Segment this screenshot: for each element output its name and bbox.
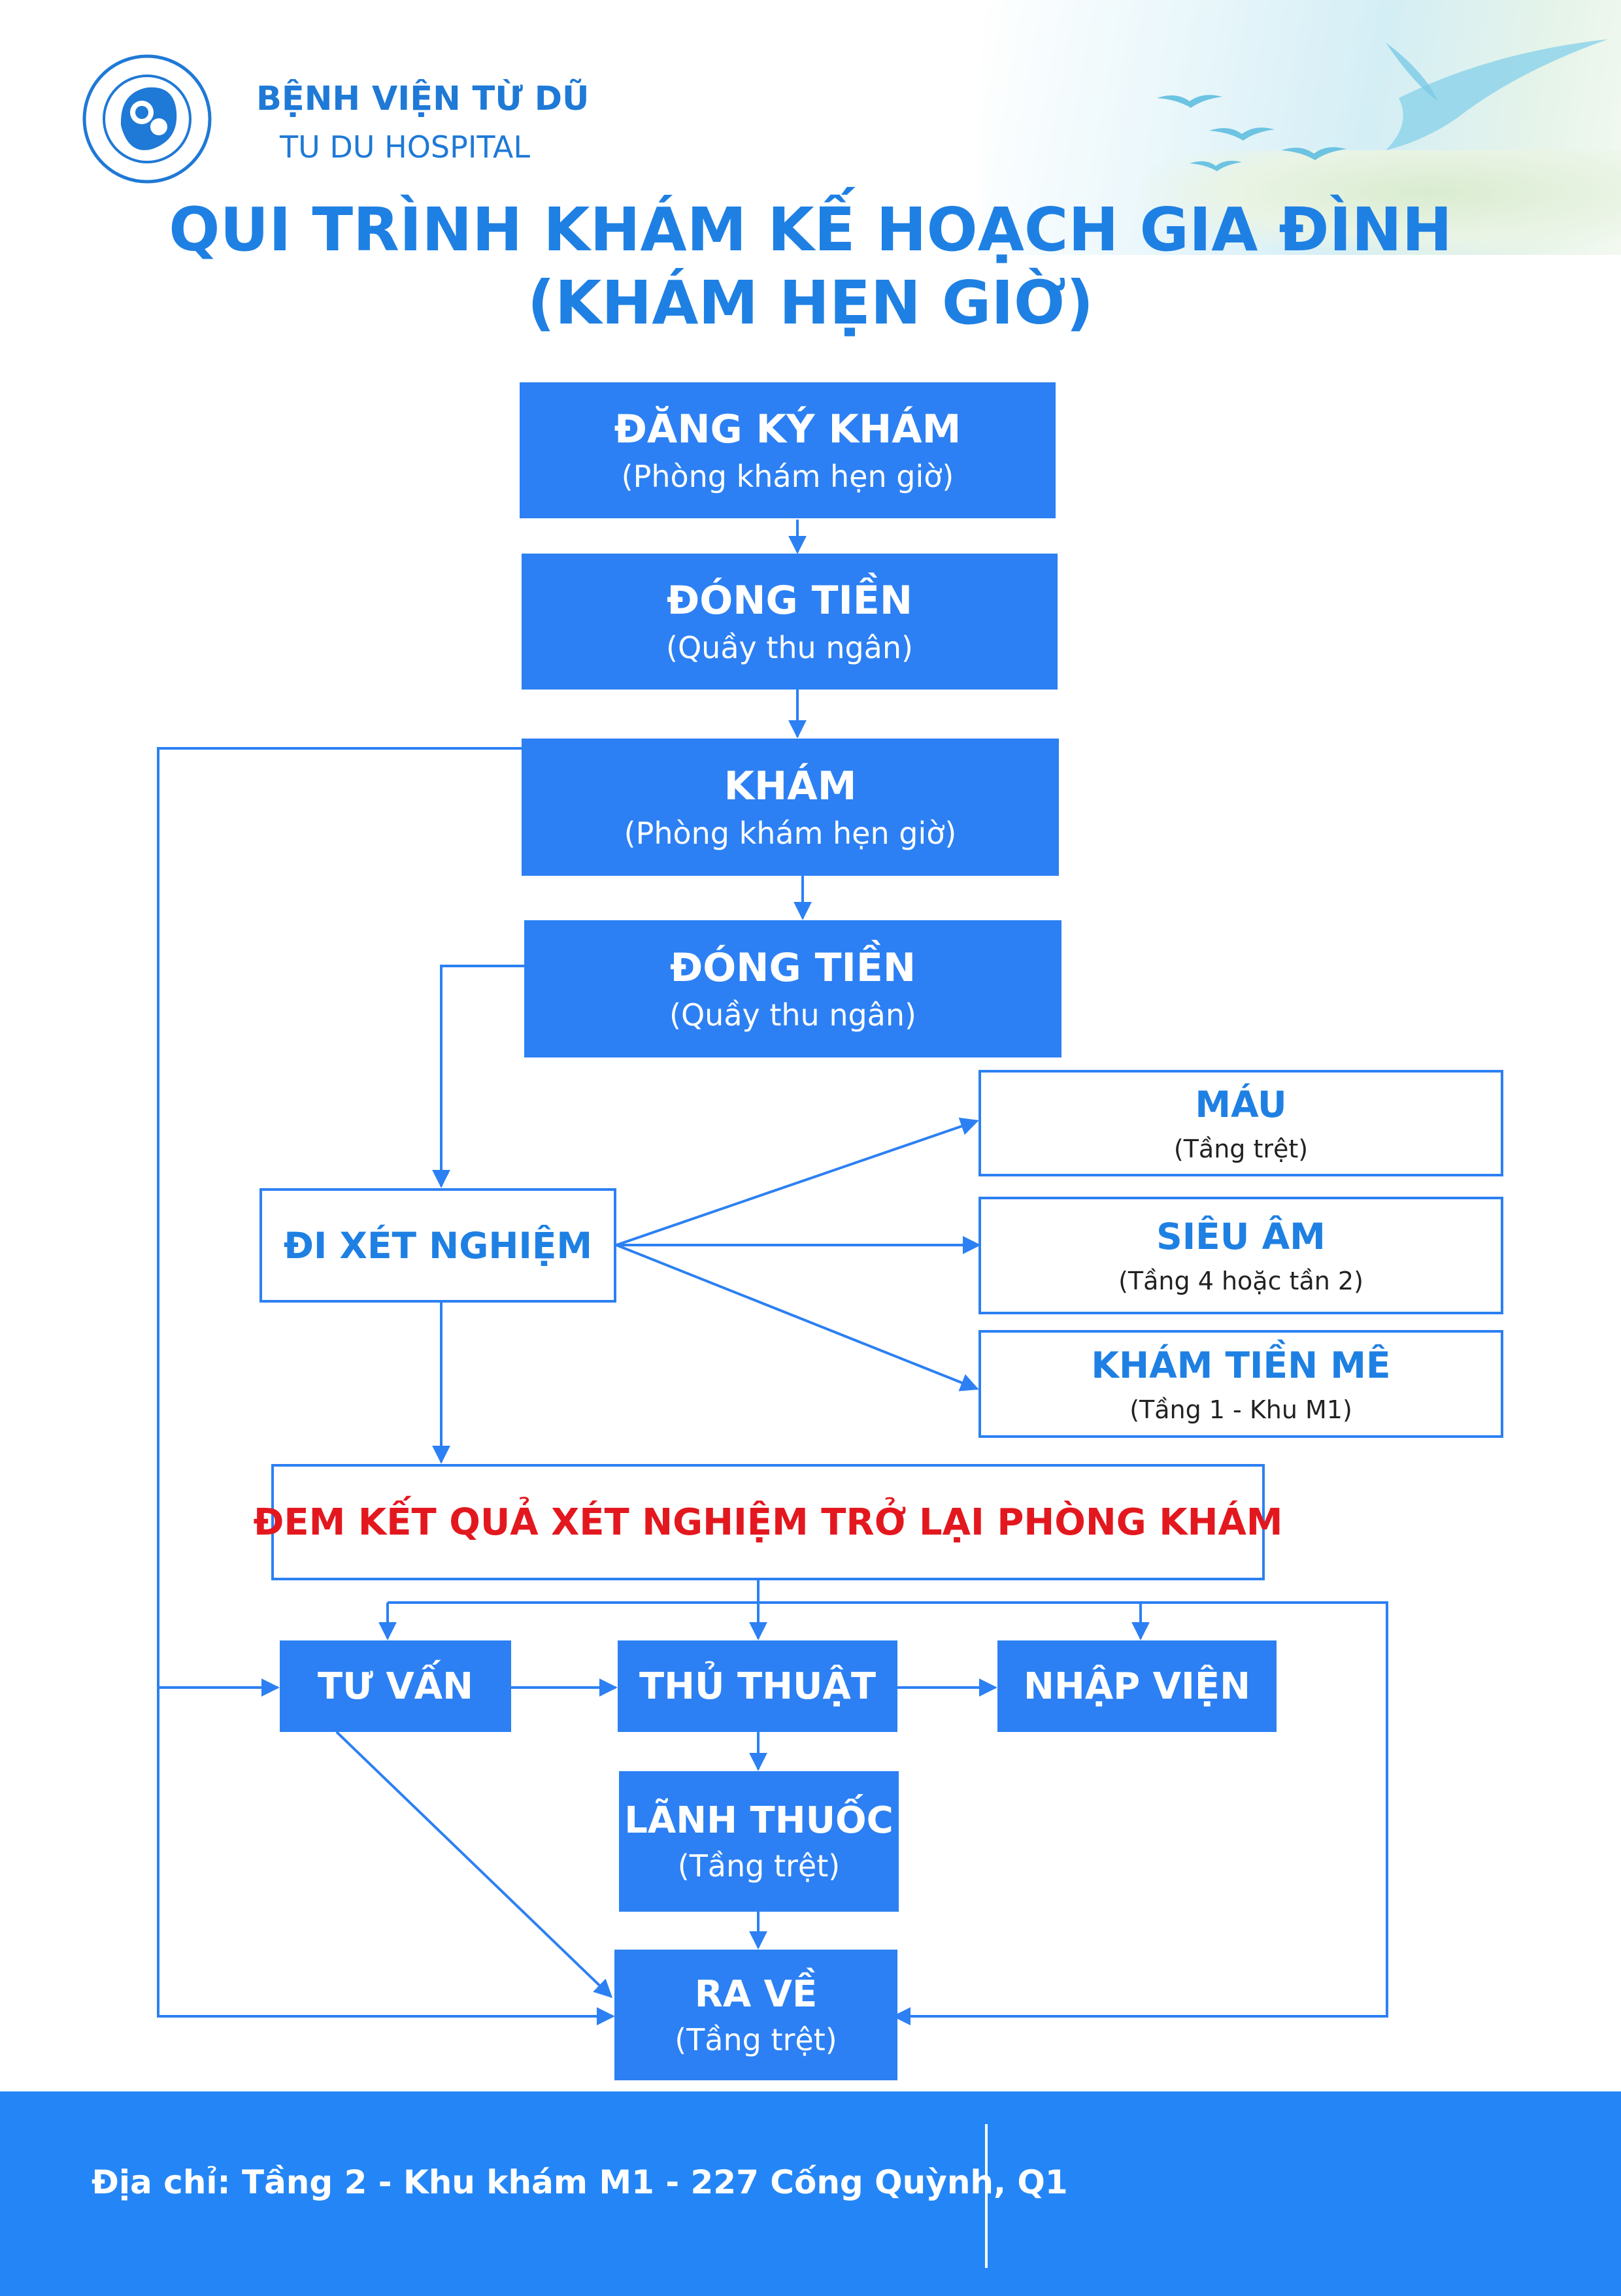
- arrow-lab-to-anesthesia: [616, 1244, 979, 1391]
- node-results: ĐEM KẾT QUẢ XÉT NGHIỆM TRỞ LẠI PHÒNG KHÁ…: [253, 1464, 1283, 1580]
- node-pay1-title: ĐÓNG TIỀN: [666, 578, 913, 624]
- footer-address: Địa chỉ: Tầng 2 - Khu khám M1 - 227 Cống…: [92, 2163, 1068, 2201]
- node-admit-title: NHẬP VIỆN: [1024, 1665, 1250, 1708]
- arrow-exam-to-home-left: [157, 747, 615, 2025]
- birds-decoration: [1157, 39, 1608, 171]
- node-anesthesia-title: KHÁM TIỀN MÊ: [1091, 1344, 1391, 1386]
- footer-divider: [985, 2124, 988, 2268]
- node-pay2: ĐÓNG TIỀN (Quầy thu ngân): [524, 920, 1061, 1057]
- node-medicine-title: LÃNH THUỐC: [624, 1799, 894, 1842]
- node-consult: TƯ VẤN: [280, 1640, 511, 1732]
- node-procedure: THỦ THUẬT: [618, 1640, 897, 1732]
- page-subtitle: (KHÁM HẸN GIỜ): [527, 268, 1094, 338]
- node-blood-title: MÁU: [1195, 1083, 1287, 1125]
- node-ultrasound-sub: (Tầng 4 hoặc tần 2): [1118, 1267, 1363, 1295]
- node-pay1-sub: (Quầy thu ngân): [666, 630, 913, 665]
- node-medicine: LÃNH THUỐC (Tầng trệt): [619, 1771, 899, 1912]
- node-results-title: ĐEM KẾT QUẢ XÉT NGHIỆM TRỞ LẠI PHÒNG KHÁ…: [253, 1501, 1283, 1544]
- node-home-sub: (Tầng trệt): [675, 2021, 837, 2057]
- node-admit: NHẬP VIỆN: [997, 1640, 1277, 1732]
- hospital-logo: [82, 54, 212, 184]
- node-register: ĐĂNG KÝ KHÁM (Phòng khám hẹn giờ): [520, 382, 1056, 518]
- arrow-pay2-to-lab: [432, 965, 524, 1188]
- node-register-title: ĐĂNG KÝ KHÁM: [614, 407, 961, 452]
- node-ultrasound-title: SIÊU ÂM: [1156, 1216, 1326, 1257]
- node-blood: MÁU (Tầng trệt): [978, 1070, 1503, 1176]
- node-exam-sub: (Phòng khám hẹn giờ): [624, 816, 957, 851]
- arrow-consult-to-home: [335, 1731, 613, 1998]
- node-blood-sub: (Tầng trệt): [1173, 1134, 1309, 1163]
- node-consult-title: TƯ VẤN: [317, 1665, 474, 1708]
- node-medicine-sub: (Tầng trệt): [677, 1848, 841, 1884]
- node-pay2-title: ĐÓNG TIỀN: [669, 945, 916, 991]
- node-home-title: RA VỀ: [694, 1972, 818, 2016]
- node-exam-title: KHÁM: [724, 763, 857, 809]
- node-home: RA VỀ (Tầng trệt): [614, 1950, 897, 2080]
- node-anesthesia: KHÁM TIỀN MÊ (Tầng 1 - Khu M1): [978, 1330, 1503, 1438]
- node-pay2-sub: (Quầy thu ngân): [669, 997, 916, 1033]
- node-ultrasound: SIÊU ÂM (Tầng 4 hoặc tần 2): [978, 1197, 1503, 1314]
- header-wave-decoration: [1144, 150, 1621, 255]
- footer-bar: Địa chỉ: Tầng 2 - Khu khám M1 - 227 Cống…: [0, 2091, 1621, 2296]
- node-lab-title: ĐI XÉT NGHIỆM: [283, 1224, 593, 1267]
- arrow-results-to-home-right: [388, 1601, 1388, 2025]
- node-pay1: ĐÓNG TIỀN (Quầy thu ngân): [522, 554, 1058, 690]
- hospital-name-vi: BỆNH VIỆN TỪ DŨ: [256, 80, 590, 118]
- node-exam: KHÁM (Phòng khám hẹn giờ): [522, 739, 1059, 876]
- node-procedure-title: THỦ THUẬT: [639, 1665, 877, 1708]
- node-anesthesia-sub: (Tầng 1 - Khu M1): [1129, 1395, 1352, 1424]
- page-title: QUI TRÌNH KHÁM KẾ HOẠCH GIA ĐÌNH: [169, 195, 1452, 265]
- arrow-lab-to-blood: [616, 1117, 979, 1246]
- node-register-sub: (Phòng khám hẹn giờ): [621, 459, 954, 494]
- node-lab: ĐI XÉT NGHIỆM: [259, 1188, 616, 1303]
- hospital-name-en: TU DU HOSPITAL: [280, 129, 531, 165]
